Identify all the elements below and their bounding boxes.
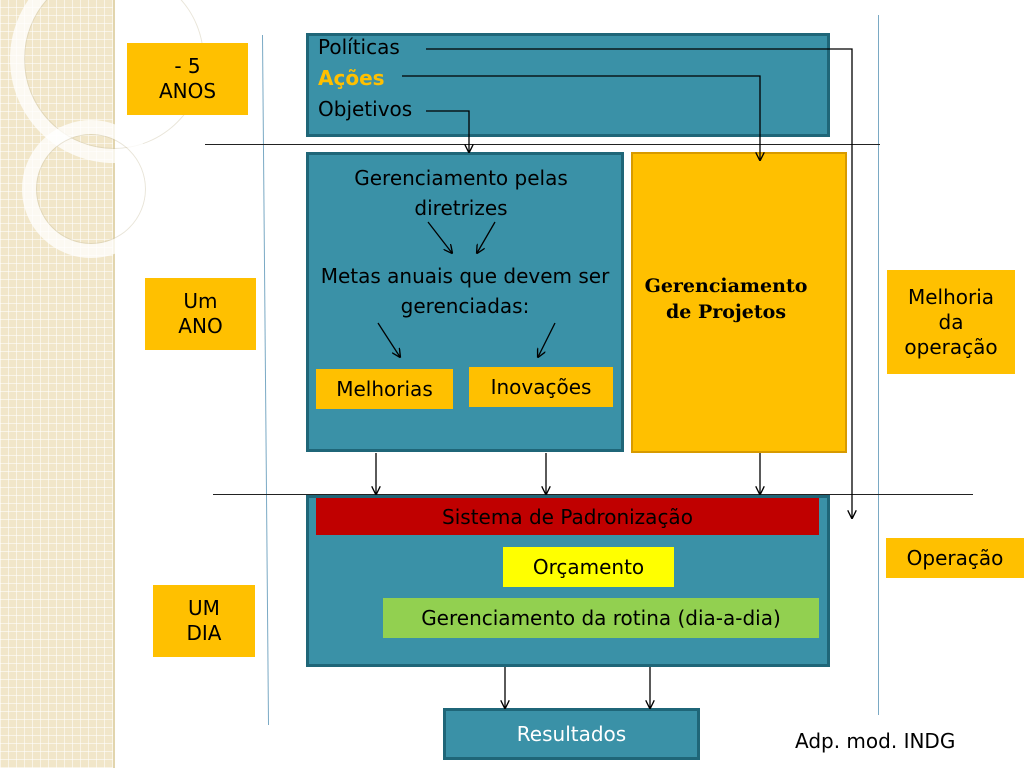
actions-text: Ações <box>318 66 385 90</box>
objectives-text: Objetivos <box>318 97 413 121</box>
arrow-guideline-left <box>427 221 452 253</box>
guide-line-right <box>878 15 879 715</box>
projects-box <box>631 152 847 453</box>
policies-box <box>306 33 830 137</box>
arrow-policies <box>426 48 852 518</box>
standardization-bar: Sistema de Padronização <box>316 498 819 535</box>
results-box: Resultados <box>443 708 700 760</box>
arrow-goals-right <box>538 322 556 357</box>
arrow-goals-left <box>377 322 400 357</box>
improvements-box: Melhorias <box>316 369 453 409</box>
decorative-sidebar <box>0 0 218 768</box>
routine-box: Gerenciamento da rotina (dia-a-dia) <box>383 598 819 638</box>
divider-top <box>205 144 880 145</box>
projects-title: Gerenciamento de Projetos <box>644 275 808 323</box>
label-five-years: - 5 ANOS <box>127 43 248 115</box>
divider-bottom <box>213 494 973 495</box>
arrow-guideline-right <box>477 221 496 253</box>
arrow-objectives <box>426 110 469 152</box>
budget-box: Orçamento <box>503 547 674 587</box>
label-one-day: UM DIA <box>153 585 255 657</box>
innovations-box: Inovações <box>469 367 613 407</box>
credit-text: Adp. mod. INDG <box>795 729 956 753</box>
label-operation: Operação <box>886 538 1024 578</box>
arrow-actions <box>402 75 760 160</box>
policies-text: Políticas <box>318 35 400 59</box>
label-operation-improvement: Melhoria da operação <box>887 270 1015 374</box>
guidelines-title: Gerenciamento pelas diretrizes <box>354 166 568 220</box>
annual-goals-text: Metas anuais que devem ser gerenciadas: <box>320 264 610 318</box>
label-one-year: Um ANO <box>145 278 256 350</box>
